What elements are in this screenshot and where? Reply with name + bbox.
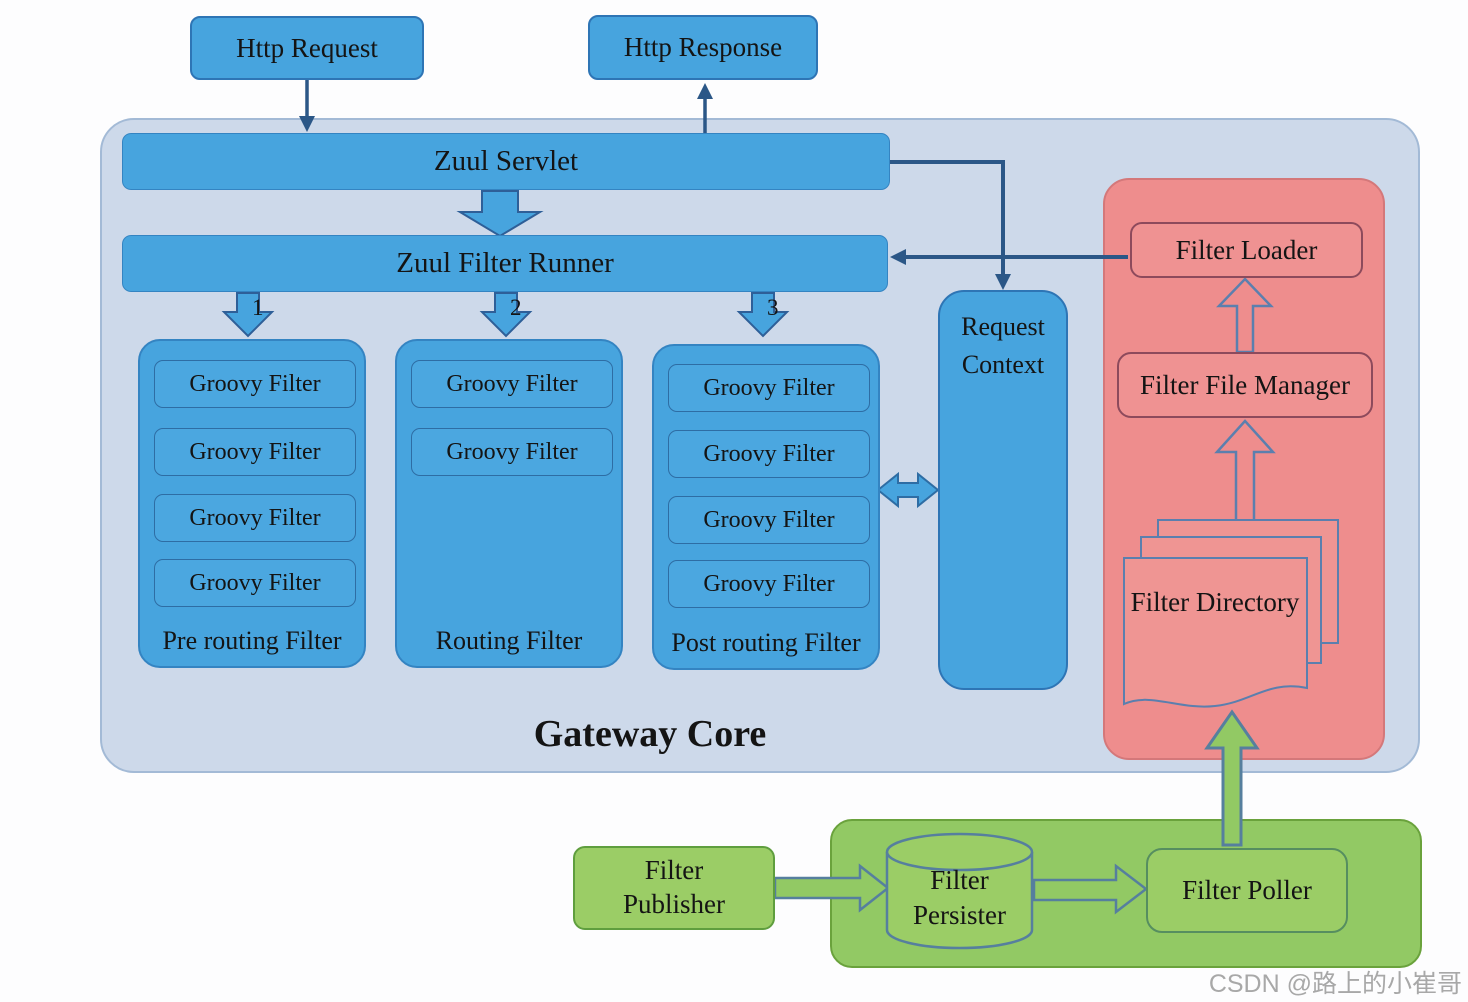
http-response-box: Http Response — [588, 15, 818, 80]
routing-filter-label: Routing Filter — [435, 626, 583, 655]
filter-directory-documents — [1123, 519, 1339, 708]
groovy-filter-box: Groovy Filter — [411, 428, 613, 476]
groovy-filter-box: Groovy Filter — [411, 360, 613, 408]
filter-loader-box: Filter Loader — [1130, 222, 1363, 278]
zuul-servlet-bar: Zuul Servlet — [122, 133, 890, 190]
pre-routing-filter-label: Pre routing Filter — [162, 626, 342, 655]
filter-persister-label: Filter Persister — [913, 864, 1006, 930]
filter-persister-label-wrap: Filter Persister — [887, 856, 1032, 940]
filter-directory-label: Filter Directory — [1130, 587, 1300, 617]
runner-arrow-2 — [479, 292, 533, 338]
context-double-arrow-icon — [876, 471, 940, 509]
groovy-filter-box: Groovy Filter — [668, 560, 870, 608]
request-context-label: Request Context — [961, 312, 1045, 379]
publisher-to-persister-arrow — [773, 863, 891, 913]
runner-arrow-3 — [736, 292, 790, 338]
arrow-number-2: 2 — [510, 295, 522, 320]
filter-publisher-box: Filter Publisher — [573, 846, 775, 930]
servlet-to-context-connector — [890, 160, 1011, 290]
servlet-to-runner-block-arrow — [456, 190, 544, 238]
groovy-filter-box: Groovy Filter — [154, 428, 356, 476]
zuul-servlet-label: Zuul Servlet — [433, 145, 579, 177]
filter-file-manager-label: Filter File Manager — [1140, 369, 1350, 400]
request-context-box: Request Context — [938, 290, 1068, 690]
filter-persister-cylinder — [885, 832, 1034, 950]
groovy-filter-box: Groovy Filter — [154, 360, 356, 408]
persister-to-poller-arrow — [1032, 863, 1149, 915]
http-request-arrow-icon — [299, 80, 315, 132]
arrow-number-3: 3 — [767, 295, 779, 320]
loader-to-runner-connector — [890, 249, 1128, 265]
post-routing-filter-column: Groovy Filter Groovy Filter Groovy Filte… — [652, 344, 880, 670]
groovy-filter-box: Groovy Filter — [668, 496, 870, 544]
filter-poller-box: Filter Poller — [1146, 848, 1348, 933]
filter-file-manager-box: Filter File Manager — [1117, 352, 1373, 418]
http-request-box: Http Request — [190, 16, 424, 80]
post-routing-filter-label: Post routing Filter — [671, 628, 861, 657]
routing-filter-column: Groovy Filter Groovy Filter Routing Filt… — [395, 339, 623, 668]
http-response-label: Http Response — [623, 32, 783, 62]
groovy-filter-box: Groovy Filter — [668, 364, 870, 412]
pre-routing-filter-column: Groovy Filter Groovy Filter Groovy Filte… — [138, 339, 366, 668]
filemanager-to-loader-arrow — [1216, 277, 1274, 354]
poller-to-directory-arrow — [1204, 709, 1260, 847]
filter-loader-label: Filter Loader — [1175, 234, 1318, 265]
groovy-filter-box: Groovy Filter — [668, 430, 870, 478]
http-response-arrow-icon — [697, 83, 713, 133]
filter-publisher-label: Filter Publisher — [622, 855, 725, 919]
runner-arrow-1 — [221, 292, 275, 338]
groovy-filter-box: Groovy Filter — [154, 494, 356, 542]
gateway-core-title: Gateway Core — [533, 713, 767, 755]
zuul-filter-runner-bar: Zuul Filter Runner — [122, 235, 888, 292]
filter-poller-label: Filter Poller — [1182, 874, 1312, 905]
zuul-filter-runner-label: Zuul Filter Runner — [396, 247, 614, 279]
http-request-label: Http Request — [236, 32, 378, 63]
watermark-text: CSDN @路上的小崔哥 — [1208, 970, 1462, 998]
groovy-filter-box: Groovy Filter — [154, 559, 356, 607]
arrow-number-1: 1 — [252, 295, 264, 320]
